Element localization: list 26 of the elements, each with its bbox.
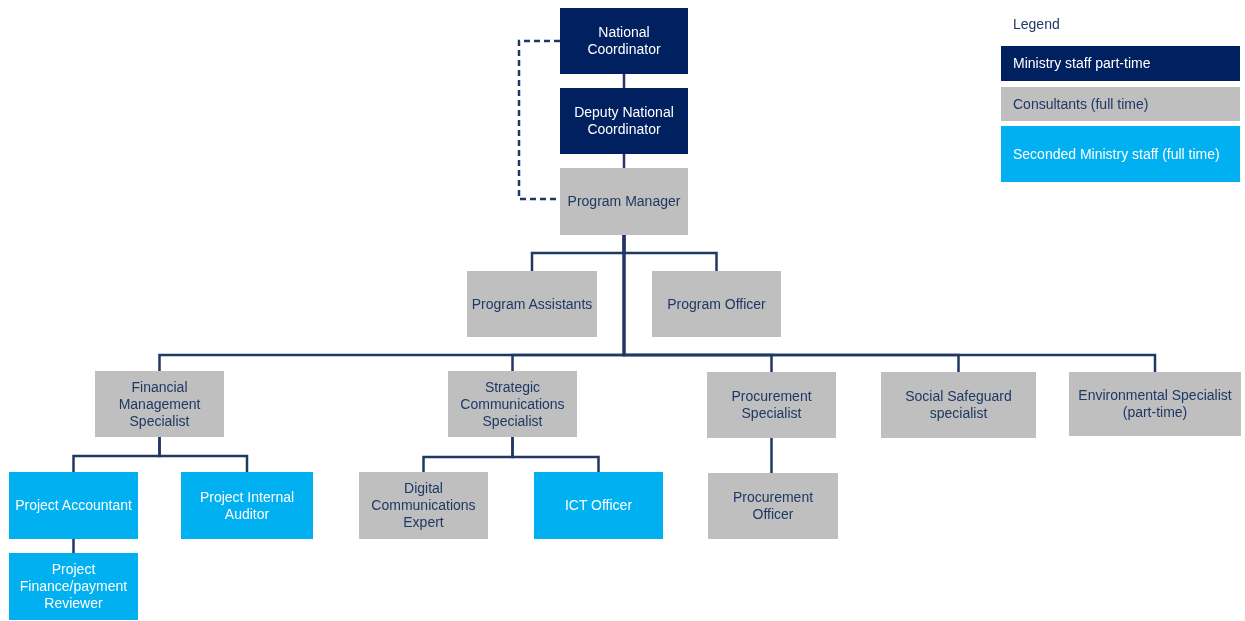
legend-title: Legend xyxy=(1013,16,1060,32)
role-box: Program Officer xyxy=(652,271,781,337)
role-box: Financial Management Specialist xyxy=(95,371,224,437)
role-box: Project Internal Auditor xyxy=(181,472,313,539)
connector-line xyxy=(158,437,249,472)
connector-line xyxy=(517,39,560,201)
legend-item: Seconded Ministry staff (full time) xyxy=(1001,126,1240,182)
connector-line xyxy=(622,235,1157,372)
role-box: ICT Officer xyxy=(534,472,663,539)
legend-item: Consultants (full time) xyxy=(1001,87,1240,121)
connector-line xyxy=(511,437,600,472)
role-box: National Coordinator xyxy=(560,8,688,74)
role-box: Procurement Officer xyxy=(708,473,838,539)
role-box: Deputy National Coordinator xyxy=(560,88,688,154)
role-box: Project Accountant xyxy=(9,472,138,539)
role-box: Social Safeguard specialist xyxy=(881,372,1036,438)
role-box: Program Manager xyxy=(560,168,688,235)
role-box: Digital Communications Expert xyxy=(359,472,488,539)
connector-line xyxy=(72,539,75,553)
role-box: Strategic Communications Specialist xyxy=(448,371,577,437)
role-box: Program Assistants xyxy=(467,271,597,337)
role-box: Project Finance/payment Reviewer xyxy=(9,553,138,620)
role-box: Procurement Specialist xyxy=(707,372,836,438)
legend-item: Ministry staff part-time xyxy=(1001,46,1240,81)
role-box: Environmental Specialist (part-time) xyxy=(1069,372,1241,436)
connector-line xyxy=(770,438,773,473)
